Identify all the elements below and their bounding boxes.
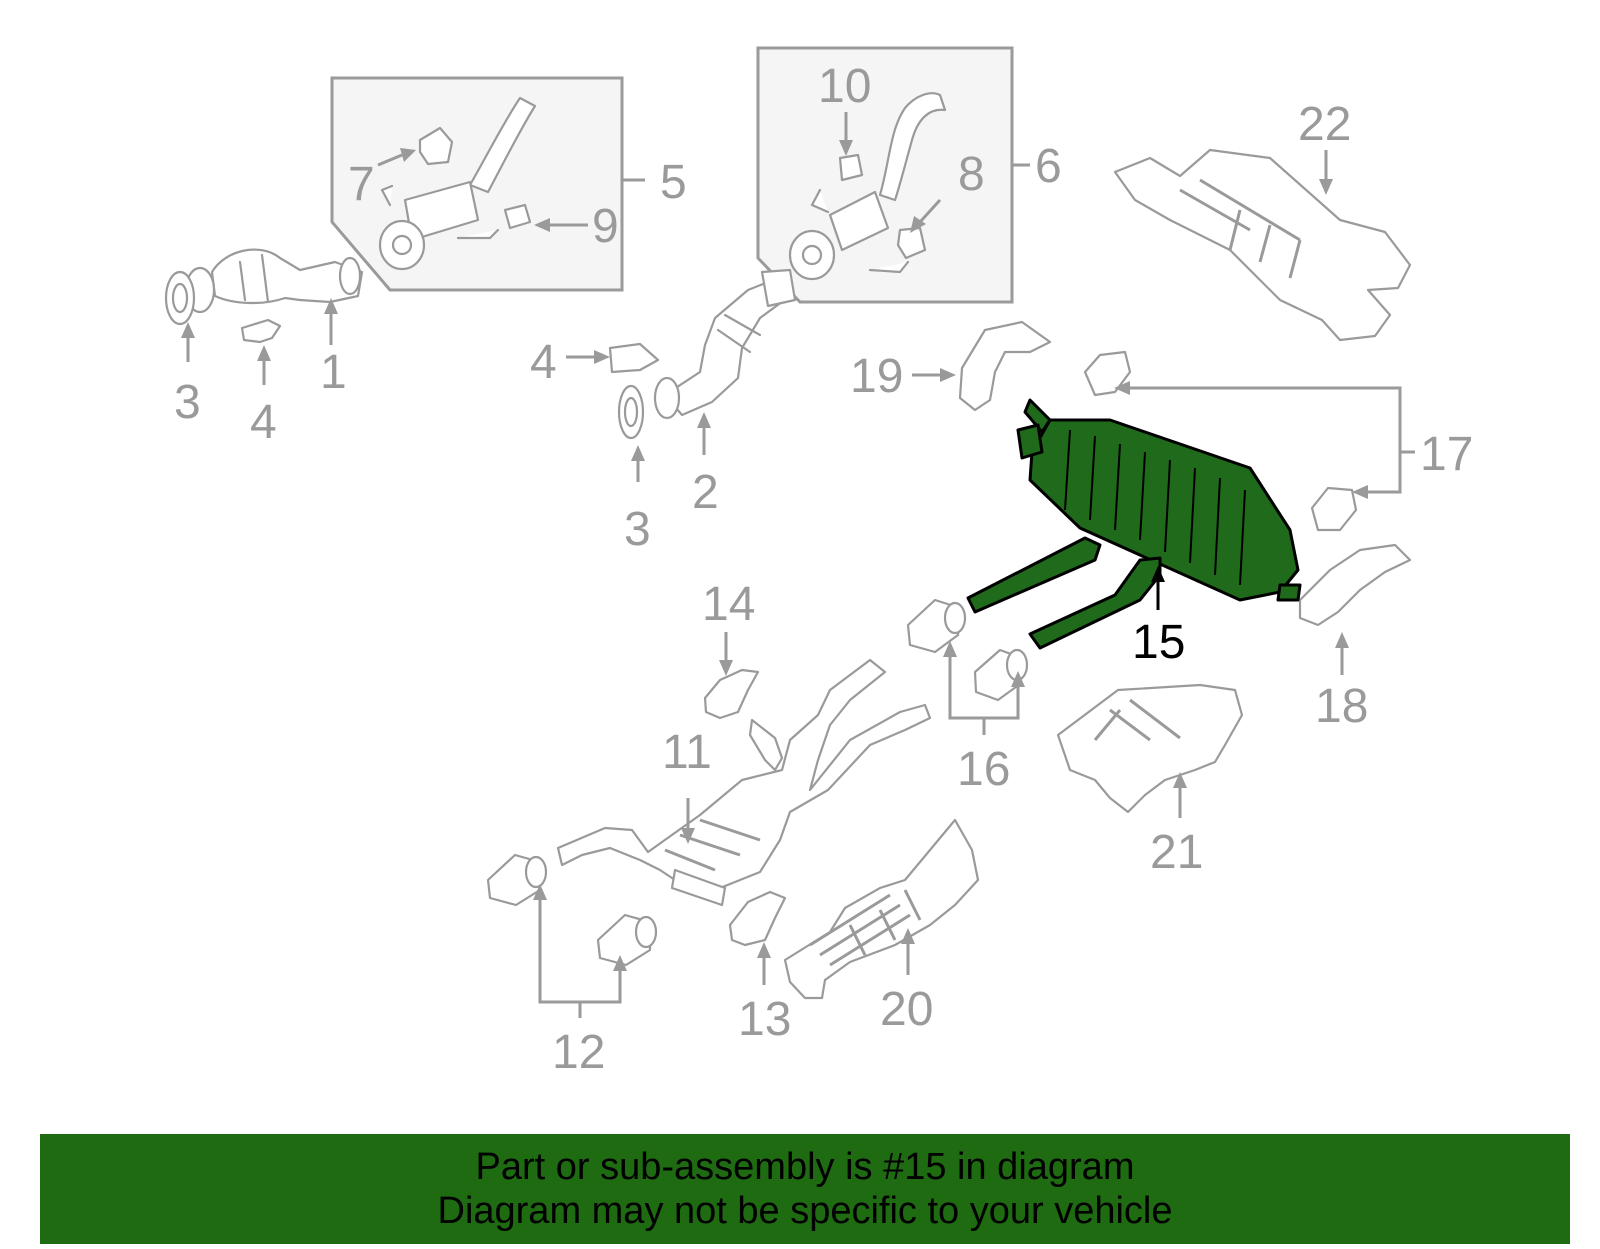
heat-shield-20 <box>783 818 980 1000</box>
hanger-17-lower <box>1310 486 1358 532</box>
callout-15: 15 <box>1132 616 1185 669</box>
callout-4-right: 4 <box>530 336 557 389</box>
callout-17: 17 <box>1420 428 1473 481</box>
callout-8: 8 <box>958 148 985 201</box>
callout-21: 21 <box>1150 826 1203 879</box>
rear-muffler-15 <box>966 398 1302 650</box>
bracket-4-left <box>240 318 282 344</box>
callout-6: 6 <box>1035 140 1062 193</box>
callout-19: 19 <box>850 350 903 403</box>
callout-16: 16 <box>957 743 1010 796</box>
callout-12: 12 <box>552 1026 605 1079</box>
callout-4-left: 4 <box>250 396 277 449</box>
hanger-13 <box>728 890 787 947</box>
clamp-12-lower <box>596 913 658 967</box>
gasket-3-left <box>164 270 196 326</box>
heat-shield-22 <box>1113 148 1412 342</box>
tail-pipe-19 <box>958 320 1052 412</box>
callout-7: 7 <box>348 158 375 211</box>
exhaust-parts-diagram: 1 2 3 3 4 4 5 6 7 8 9 10 11 12 13 14 15 … <box>164 46 1473 1079</box>
callout-5: 5 <box>660 156 687 209</box>
banner-line-part-number: Part or sub-assembly is #15 in diagram <box>475 1146 1135 1188</box>
callout-1: 1 <box>320 346 347 399</box>
callout-labels: 1 2 3 3 4 4 5 6 7 8 9 10 11 12 13 14 15 … <box>174 60 1473 1079</box>
callout-22: 22 <box>1298 98 1351 151</box>
gasket-3-right <box>617 384 645 440</box>
hanger-17-upper <box>1083 350 1132 397</box>
clamp-16-upper <box>906 598 967 654</box>
callout-14: 14 <box>702 578 755 631</box>
catalytic-converter-5 <box>378 96 537 271</box>
callout-2: 2 <box>692 466 719 519</box>
callout-11: 11 <box>662 726 712 779</box>
heat-shield-21 <box>1056 683 1244 814</box>
callout-3-left: 3 <box>174 376 201 429</box>
leader-lines <box>181 112 1415 1018</box>
callout-9: 9 <box>592 200 619 253</box>
bracket-4-right <box>608 342 660 374</box>
clamp-12-upper <box>486 853 548 907</box>
catalytic-converter-6 <box>788 92 947 281</box>
callout-10: 10 <box>818 60 871 113</box>
intermediate-pipe-11 <box>556 658 932 907</box>
callout-13: 13 <box>738 993 791 1046</box>
info-banner: Part or sub-assembly is #15 in diagram D… <box>40 1134 1570 1244</box>
clamp-16-lower <box>973 648 1029 702</box>
front-pipe-2 <box>653 268 797 420</box>
callout-3-right: 3 <box>624 503 651 556</box>
callout-18: 18 <box>1315 680 1368 733</box>
front-pipe-1 <box>184 248 364 314</box>
callout-20: 20 <box>880 983 933 1036</box>
hanger-14 <box>703 668 760 720</box>
tail-pipe-18 <box>1298 543 1412 627</box>
banner-line-disclaimer: Diagram may not be specific to your vehi… <box>437 1190 1173 1232</box>
